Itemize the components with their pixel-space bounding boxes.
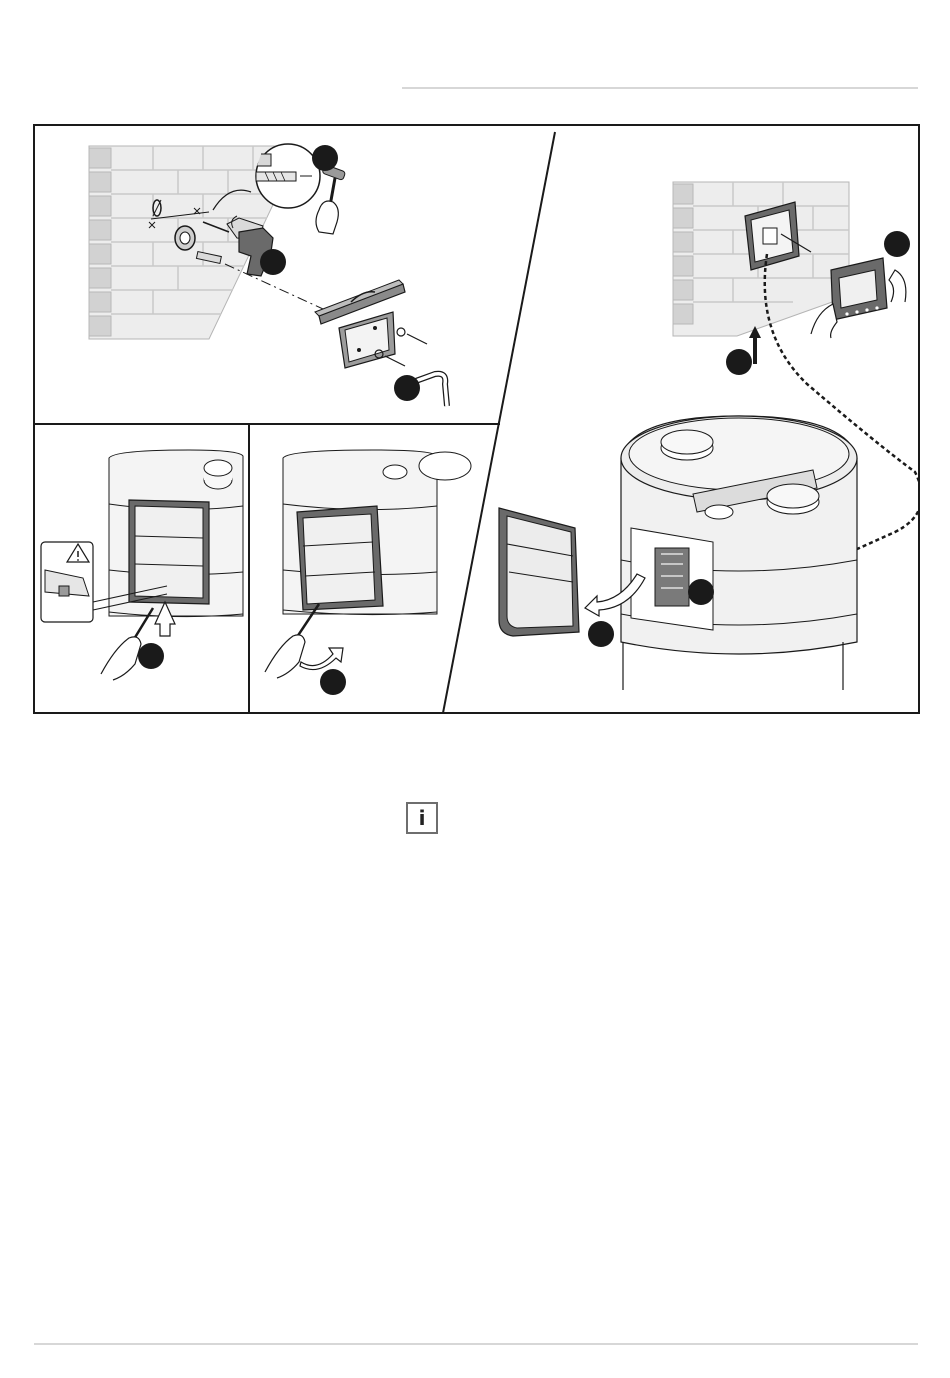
removed-cover-part: [499, 508, 579, 636]
step-marker: [726, 349, 752, 375]
info-icon: i: [406, 802, 438, 834]
info-icon-letter: i: [419, 808, 426, 828]
step-marker: [312, 145, 338, 171]
step-marker: [320, 669, 346, 695]
step-marker: [260, 249, 286, 275]
installation-figure: [33, 124, 920, 714]
step-marker: [394, 375, 420, 401]
header-divider: [402, 87, 918, 89]
step-marker: [884, 231, 910, 257]
step-marker: [588, 621, 614, 647]
footer-divider: [34, 1343, 918, 1345]
step-marker: [138, 643, 164, 669]
step-marker: [688, 579, 714, 605]
